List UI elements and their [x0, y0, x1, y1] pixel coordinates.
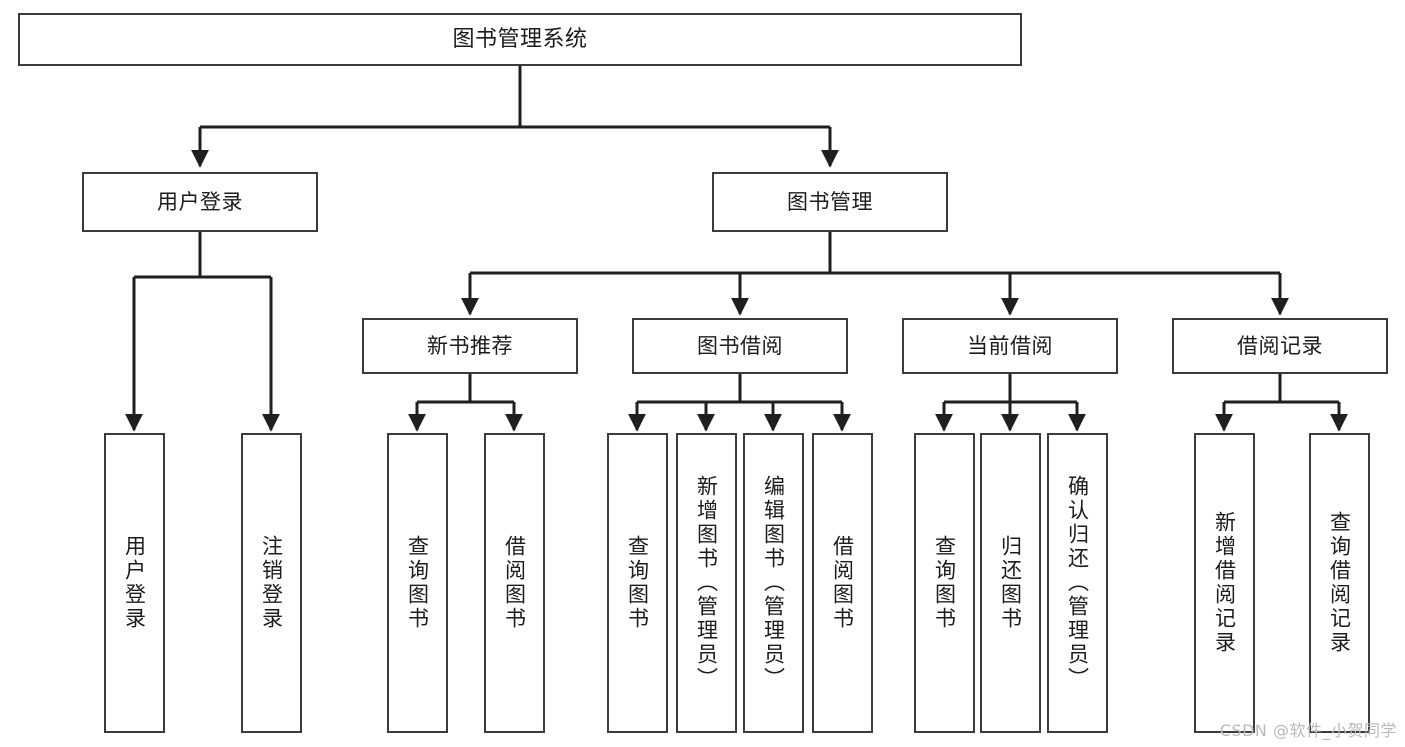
leaf-add-record[interactable]: 新增借阅记录 — [1194, 433, 1255, 733]
node-root[interactable]: 图书管理系统 — [18, 13, 1022, 66]
leaf-query-book-3[interactable]: 查询图书 — [914, 433, 975, 733]
node-user-login-label: 用户登录 — [157, 189, 243, 214]
node-current-borrow[interactable]: 当前借阅 — [902, 318, 1118, 374]
node-book-borrow-label: 图书借阅 — [697, 333, 783, 358]
leaf-return-book[interactable]: 归还图书 — [980, 433, 1041, 733]
leaf-query-book-1[interactable]: 查询图书 — [387, 433, 448, 733]
node-borrow-record[interactable]: 借阅记录 — [1172, 318, 1388, 374]
node-book-manage-label: 图书管理 — [787, 189, 873, 214]
leaf-user-login-label: 用户登录 — [122, 535, 147, 631]
node-new-book-recommend-label: 新书推荐 — [427, 333, 513, 358]
node-book-manage[interactable]: 图书管理 — [712, 172, 948, 232]
leaf-borrow-book-1-label: 借阅图书 — [502, 535, 527, 631]
node-user-login[interactable]: 用户登录 — [82, 172, 318, 232]
leaf-add-record-label: 新增借阅记录 — [1212, 511, 1237, 655]
leaf-confirm-return[interactable]: 确认归还（管理员） — [1047, 433, 1108, 733]
leaf-query-book-1-label: 查询图书 — [405, 535, 430, 631]
leaf-user-logout[interactable]: 注销登录 — [241, 433, 302, 733]
leaf-return-book-label: 归还图书 — [998, 535, 1023, 631]
leaf-add-book-label: 新增图书（管理员） — [694, 475, 719, 691]
leaf-user-login[interactable]: 用户登录 — [104, 433, 165, 733]
node-root-label: 图书管理系统 — [452, 26, 588, 52]
leaf-edit-book[interactable]: 编辑图书（管理员） — [743, 433, 804, 733]
leaf-add-book[interactable]: 新增图书（管理员） — [676, 433, 737, 733]
csdn-watermark: CSDN @软件_小贺同学 — [1219, 721, 1397, 740]
leaf-borrow-book-1[interactable]: 借阅图书 — [484, 433, 545, 733]
leaf-query-book-3-label: 查询图书 — [932, 535, 957, 631]
leaf-user-logout-label: 注销登录 — [259, 535, 284, 631]
node-new-book-recommend[interactable]: 新书推荐 — [362, 318, 578, 374]
leaf-confirm-return-label: 确认归还（管理员） — [1065, 475, 1090, 691]
node-borrow-record-label: 借阅记录 — [1237, 333, 1323, 358]
leaf-edit-book-label: 编辑图书（管理员） — [761, 475, 786, 691]
leaf-query-record-label: 查询借阅记录 — [1327, 511, 1352, 655]
node-current-borrow-label: 当前借阅 — [967, 333, 1053, 358]
leaf-query-book-2[interactable]: 查询图书 — [607, 433, 668, 733]
leaf-borrow-book-2-label: 借阅图书 — [830, 535, 855, 631]
leaf-query-book-2-label: 查询图书 — [625, 535, 650, 631]
leaf-borrow-book-2[interactable]: 借阅图书 — [812, 433, 873, 733]
node-book-borrow[interactable]: 图书借阅 — [632, 318, 848, 374]
leaf-query-record[interactable]: 查询借阅记录 — [1309, 433, 1370, 733]
